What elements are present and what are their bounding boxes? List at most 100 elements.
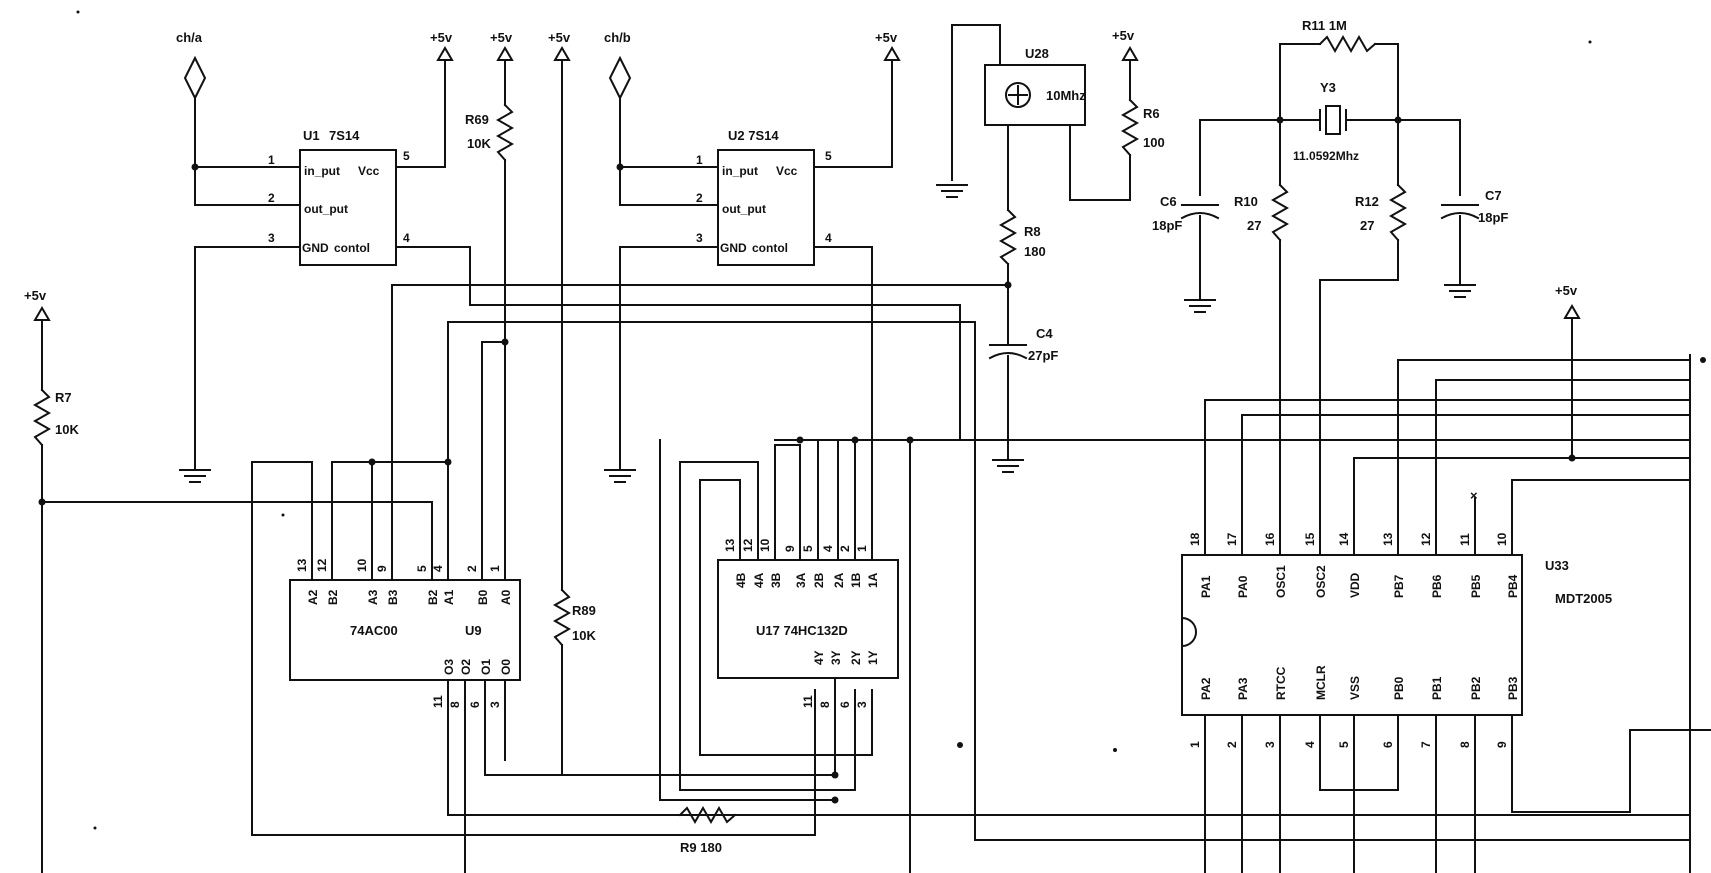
label-ch-b: ch/b bbox=[604, 30, 631, 45]
svg-text:2: 2 bbox=[268, 191, 275, 205]
pwr-r7: +5v bbox=[24, 288, 47, 303]
u17-top-pin-2b: 2B bbox=[812, 572, 826, 588]
c6-capacitor bbox=[1180, 204, 1220, 220]
svg-text:3: 3 bbox=[268, 231, 275, 245]
u33-bot-pin-rtcc: RTCC bbox=[1274, 666, 1288, 700]
u17-bot-pin-4y: 4Y bbox=[812, 650, 826, 665]
u9-top-pin-num-12: 12 bbox=[315, 558, 329, 572]
u33-bot-pin-pb1: PB1 bbox=[1430, 676, 1444, 700]
u2-pin-in: in_put bbox=[722, 164, 758, 178]
c7-capacitor bbox=[1440, 204, 1480, 220]
u33-top-pin-pa1: PA1 bbox=[1199, 575, 1213, 598]
svg-text:5: 5 bbox=[403, 149, 410, 163]
u17-top-pin-num-10: 10 bbox=[758, 538, 772, 552]
u33-bot-pin-num-8: 8 bbox=[1458, 741, 1472, 748]
u33-bot-pin-pb3: PB3 bbox=[1506, 676, 1520, 700]
u33-top-pin-pb6: PB6 bbox=[1430, 574, 1444, 598]
u9-bot-pin-o1: O1 bbox=[479, 659, 493, 675]
u33-top-pin-vdd: VDD bbox=[1348, 572, 1362, 598]
r12-val: 27 bbox=[1360, 218, 1374, 233]
u2-pin-vcc: Vcc bbox=[776, 164, 798, 178]
u9-ref: U9 bbox=[465, 623, 482, 638]
ground-u2 bbox=[604, 469, 636, 483]
u33-top-pin-num-17: 17 bbox=[1225, 532, 1239, 546]
u9-part: 74AC00 bbox=[350, 623, 398, 638]
r8-val: 180 bbox=[1024, 244, 1046, 259]
u9-top-pin-num-10: 10 bbox=[355, 558, 369, 572]
r12-resistor bbox=[1388, 183, 1408, 242]
u33-bot-pin-pb2: PB2 bbox=[1469, 676, 1483, 700]
u9-bot-pin-num-3: 3 bbox=[488, 701, 502, 708]
u33-bot-pin-num-6: 6 bbox=[1381, 741, 1395, 748]
r69-ref: R69 bbox=[465, 112, 489, 127]
svg-text:5: 5 bbox=[825, 149, 832, 163]
u17-top-pin-num-13: 13 bbox=[723, 538, 737, 552]
u9-top-pin-a1: A1 bbox=[442, 589, 456, 605]
u17-bot-pin-num-6: 6 bbox=[838, 701, 852, 708]
u33-top-pin-num-12: 12 bbox=[1419, 532, 1433, 546]
r89-ref: R89 bbox=[572, 603, 596, 618]
r89-val: 10K bbox=[572, 628, 596, 643]
pwr-u33: +5v bbox=[1555, 283, 1578, 298]
u17-top-pin-num-12: 12 bbox=[741, 538, 755, 552]
svg-text:×: × bbox=[1470, 488, 1478, 503]
u1-pin-vcc: Vcc bbox=[358, 164, 380, 178]
u9-top-pin-a3: A3 bbox=[366, 589, 380, 605]
u9-top-pin-a0: A0 bbox=[499, 589, 513, 605]
u9-top-pin-b3: B3 bbox=[386, 589, 400, 605]
c6-ref: C6 bbox=[1160, 194, 1177, 209]
r12-ref: R12 bbox=[1355, 194, 1379, 209]
u2-pin-gnd: GND bbox=[720, 241, 747, 255]
svg-text:1: 1 bbox=[696, 153, 703, 167]
u33-bot-pin-mclr: MCLR bbox=[1314, 665, 1328, 700]
u33-bot-pin-num-3: 3 bbox=[1263, 741, 1277, 748]
u17-bot-pin-1y: 1Y bbox=[866, 650, 880, 665]
u1-part: 7S14 bbox=[329, 128, 360, 143]
r10-val: 27 bbox=[1247, 218, 1261, 233]
u9-bot-pin-num-6: 6 bbox=[468, 701, 482, 708]
r11-resistor bbox=[1318, 34, 1377, 54]
u33-bot-pin-pa2: PA2 bbox=[1199, 677, 1213, 700]
u17-top-pin-num-9: 9 bbox=[783, 545, 797, 552]
ground-osc bbox=[936, 184, 968, 198]
svg-text:2: 2 bbox=[696, 191, 703, 205]
u9-bot-pin-num-8: 8 bbox=[448, 701, 462, 708]
u33-top-pin-num-11: 11 bbox=[1458, 533, 1472, 546]
u33-top-pin-osc2: OSC2 bbox=[1314, 565, 1328, 598]
pwr-u1: +5v bbox=[430, 30, 453, 45]
u33-top-pin-pb7: PB7 bbox=[1392, 574, 1406, 598]
pwr-r89: +5v bbox=[548, 30, 571, 45]
r7-ref: R7 bbox=[55, 390, 72, 405]
r89-resistor bbox=[552, 588, 572, 647]
u33-top-pin-pa0: PA0 bbox=[1236, 575, 1250, 598]
u17-top-pin-1b: 1B bbox=[849, 572, 863, 588]
label-ch-a: ch/a bbox=[176, 30, 203, 45]
u1-pin-gnd: GND bbox=[302, 241, 329, 255]
u9-bot-pin-num-11: 11 bbox=[431, 695, 445, 708]
u17-bot-pin-num-3: 3 bbox=[855, 701, 869, 708]
u28-freq: 10Mhz bbox=[1046, 88, 1086, 103]
u33-bot-pin-pb0: PB0 bbox=[1392, 676, 1406, 700]
u33-top-pin-num-14: 14 bbox=[1337, 532, 1351, 546]
pwr-u2: +5v bbox=[875, 30, 898, 45]
u33-top-pin-pb4: PB4 bbox=[1506, 574, 1520, 598]
r7-val: 10K bbox=[55, 422, 79, 437]
u2-schmitt-trigger bbox=[717, 149, 815, 266]
r11-label: R11 1M bbox=[1302, 18, 1347, 33]
u17-top-pin-3a: 3A bbox=[794, 572, 808, 588]
u9-top-pin-num-5: 5 bbox=[415, 565, 429, 572]
u33-bot-pin-num-1: 1 bbox=[1188, 741, 1202, 748]
u33-bot-pin-num-9: 9 bbox=[1495, 741, 1509, 748]
u17-top-pin-4a: 4A bbox=[752, 572, 766, 588]
u33-top-pin-osc1: OSC1 bbox=[1274, 565, 1288, 598]
u33-bot-pin-num-4: 4 bbox=[1303, 741, 1317, 748]
r10-ref: R10 bbox=[1234, 194, 1258, 209]
u17-ref: U17 74HC132D bbox=[756, 623, 848, 638]
r9-label: R9 180 bbox=[680, 840, 722, 855]
u9-top-pin-num-2: 2 bbox=[465, 565, 479, 572]
u33-top-pin-pb5: PB5 bbox=[1469, 574, 1483, 598]
u9-top-pin-a2: A2 bbox=[306, 589, 320, 605]
u33-bot-pin-num-7: 7 bbox=[1419, 741, 1433, 748]
